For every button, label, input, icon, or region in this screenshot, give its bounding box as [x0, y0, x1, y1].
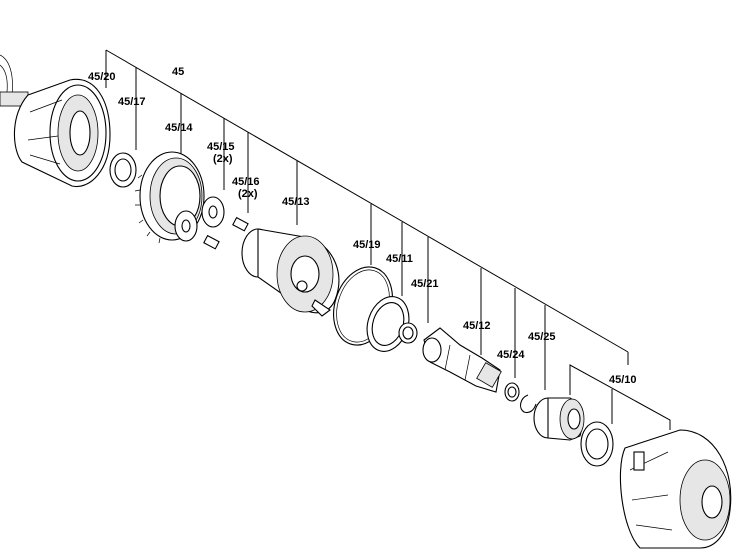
- label-45-19: 45/19: [353, 239, 381, 251]
- circlip-45-25: [519, 394, 537, 414]
- label-45-11: 45/11: [386, 253, 413, 265]
- label-45-16: 45/16: [232, 176, 260, 188]
- label-45-21: 45/21: [411, 278, 439, 290]
- leader-lines: [105, 49, 671, 430]
- label-45-14: 45/14: [165, 122, 193, 134]
- spindle-45-12: [422, 327, 502, 393]
- washer-45-10: [580, 421, 614, 467]
- label-45-24: 45/24: [497, 349, 525, 361]
- ring-45-11: [366, 296, 410, 352]
- label-45-15-qty: (2x): [213, 153, 233, 165]
- small-ring-45-21: [398, 322, 418, 344]
- label-45: 45: [172, 66, 184, 78]
- planet-carrier-45-13: [241, 228, 340, 317]
- pins-45-16: [203, 216, 249, 250]
- planet-gears-45-15: [174, 196, 225, 242]
- washer-45-24: [504, 382, 520, 402]
- label-45-15: 45/15: [207, 141, 235, 153]
- label-45-25: 45/25: [528, 331, 556, 343]
- label-45-10: 45/10: [609, 374, 637, 386]
- label-45-17: 45/17: [118, 96, 146, 108]
- label-45-16-qty: (2x): [238, 188, 258, 200]
- front-housing: [619, 429, 732, 549]
- part-labels: 45 45/20 45/17 45/14 45/15 (2x) 45/16 (2…: [88, 66, 637, 386]
- housing-45-20: [0, 54, 111, 188]
- label-45-13: 45/13: [282, 196, 310, 208]
- label-45-20: 45/20: [88, 71, 116, 83]
- sleeve-45-10: [533, 397, 585, 441]
- label-45-12: 45/12: [463, 320, 491, 332]
- washer-45-17: [109, 152, 137, 188]
